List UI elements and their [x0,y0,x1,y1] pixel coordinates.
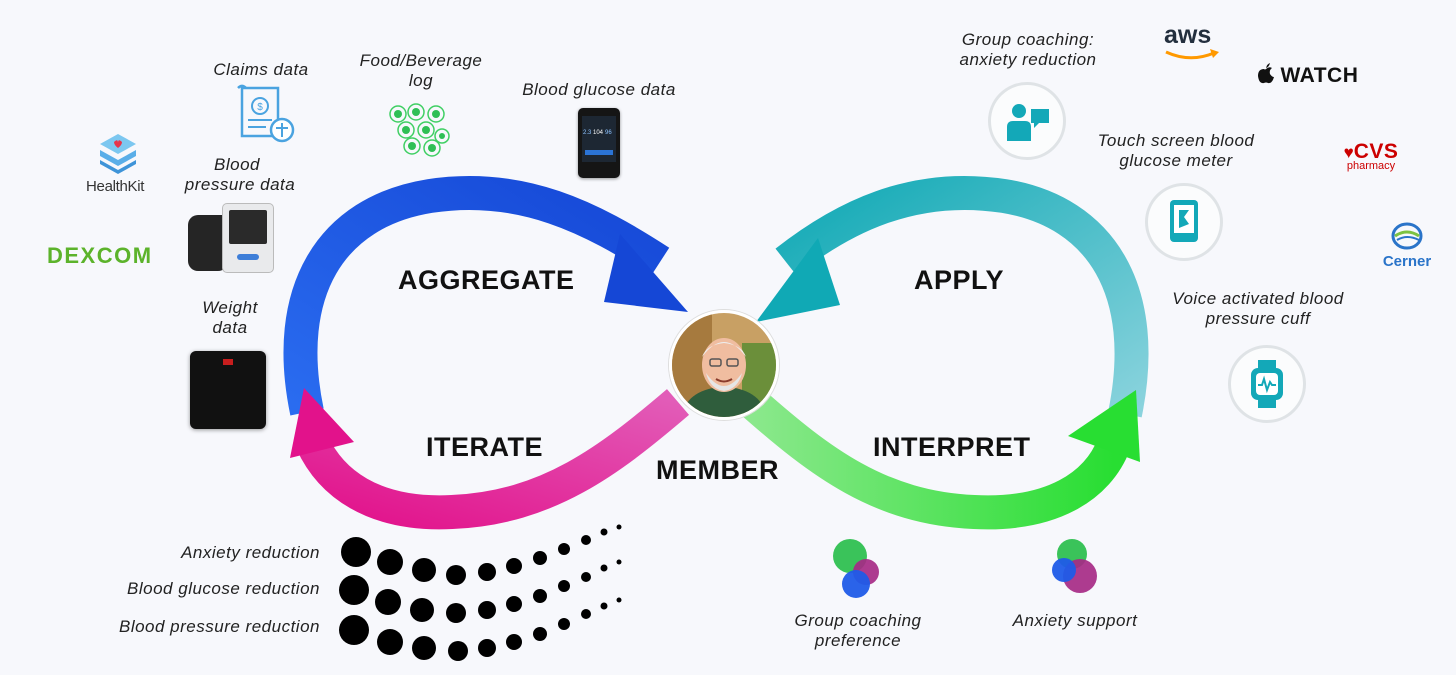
stage-aggregate: AGGREGATE [398,265,575,295]
aws-logo-text: aws [1164,21,1212,49]
aggregate-arrow [283,176,670,416]
apply-arrow [775,176,1149,418]
meter-value-3: 96 [605,130,612,136]
avatar-photo [672,313,776,417]
group-pref-label: Group coaching preference [776,611,940,651]
aws-smile-icon [1165,49,1219,60]
food-log-label: Food/Beverage log [346,51,496,91]
aws-logo: aws [1164,22,1224,66]
iterate-arrow [296,389,690,530]
meter-value-1: 2.3 [583,130,592,136]
bp-data-line2: pressure data [184,175,296,194]
coaching-line1: Group coaching: [961,30,1095,49]
outcome-dot-waves [339,524,622,661]
glucose-meter-device: 2.3 104 96 [578,108,620,178]
touch-meter-circle [1145,183,1223,261]
cvs-heart-icon: ♥ [1343,143,1354,162]
bp-cuff-label: Voice activated blood pressure cuff [1146,289,1370,329]
apply-arrowhead [756,238,840,322]
cerner-logo: Cerner [1378,222,1436,270]
meter-value-2: 104 [593,130,604,136]
coaching-label: Group coaching: anxiety reduction [938,30,1118,70]
interpret-arrowhead [1068,390,1140,462]
coaching-line2: anxiety reduction [959,50,1097,69]
touch-meter-line1: Touch screen blood [1097,131,1255,150]
svg-text:$: $ [257,102,263,113]
dexcom-logo: DEXCOM [47,243,153,268]
food-log-dots-icon [389,103,450,157]
interpret-arrow [740,389,1130,530]
stage-apply: APPLY [914,265,1005,295]
food-log-line1: Food/Beverage [359,51,483,70]
weight-scale-device [190,351,266,429]
cvs-pharmacy-text: pharmacy [1346,160,1396,172]
member-avatar [669,310,779,420]
outcome-bp-label: Blood pressure reduction [118,617,320,636]
tablet-icon [1170,200,1198,242]
group-coaching-circle [988,82,1066,160]
outcome-glucose-label: Blood glucose reduction [127,579,320,598]
stage-interpret: INTERPRET [873,432,1031,462]
bp-data-line1: Blood [214,155,260,174]
bp-cuff-line2: pressure cuff [1205,309,1311,328]
weight-data-line1: Weight [202,298,258,317]
claims-data-label: Claims data [213,60,309,79]
bp-cuff-circle [1228,345,1306,423]
aggregate-arrowhead [604,234,688,312]
touch-meter-label: Touch screen blood glucose meter [1076,131,1276,171]
anxiety-support-venn-icon [1052,539,1097,593]
anxiety-support-label: Anxiety support [1012,611,1138,630]
cvs-logo: ♥CVS pharmacy [1338,140,1404,172]
iterate-arrowhead [290,388,354,458]
healthkit-icon [100,134,136,174]
glucose-data-label: Blood glucose data [522,80,676,99]
food-log-line2: log [408,71,434,90]
stage-iterate: ITERATE [426,432,543,462]
apple-icon [1258,63,1274,84]
smartwatch-icon [1251,360,1283,408]
bp-data-label: Blood pressure data [170,155,310,195]
chat-person-icon [1007,104,1049,141]
weight-data-line2: data [212,318,248,337]
group-pref-line2: preference [814,631,902,650]
group-coaching-venn-icon [833,539,879,598]
cvs-logo-text: CVS [1353,140,1399,163]
bp-cuff-line1: Voice activated blood [1172,289,1344,308]
touch-meter-line2: glucose meter [1119,151,1233,170]
group-pref-line1: Group coaching [794,611,922,630]
watch-logo-text: WATCH [1280,64,1359,87]
outcome-anxiety-label: Anxiety reduction [181,543,320,562]
healthkit-logo: HealthKit [86,178,145,195]
member-label: MEMBER [656,455,779,485]
cerner-swirl-icon [1391,222,1423,250]
bp-monitor-device [188,203,278,273]
apple-watch-logo: WATCH [1256,63,1358,88]
claims-document-icon: $ [237,84,295,143]
cerner-logo-text: Cerner [1382,253,1432,270]
weight-data-label: Weight data [180,298,280,338]
